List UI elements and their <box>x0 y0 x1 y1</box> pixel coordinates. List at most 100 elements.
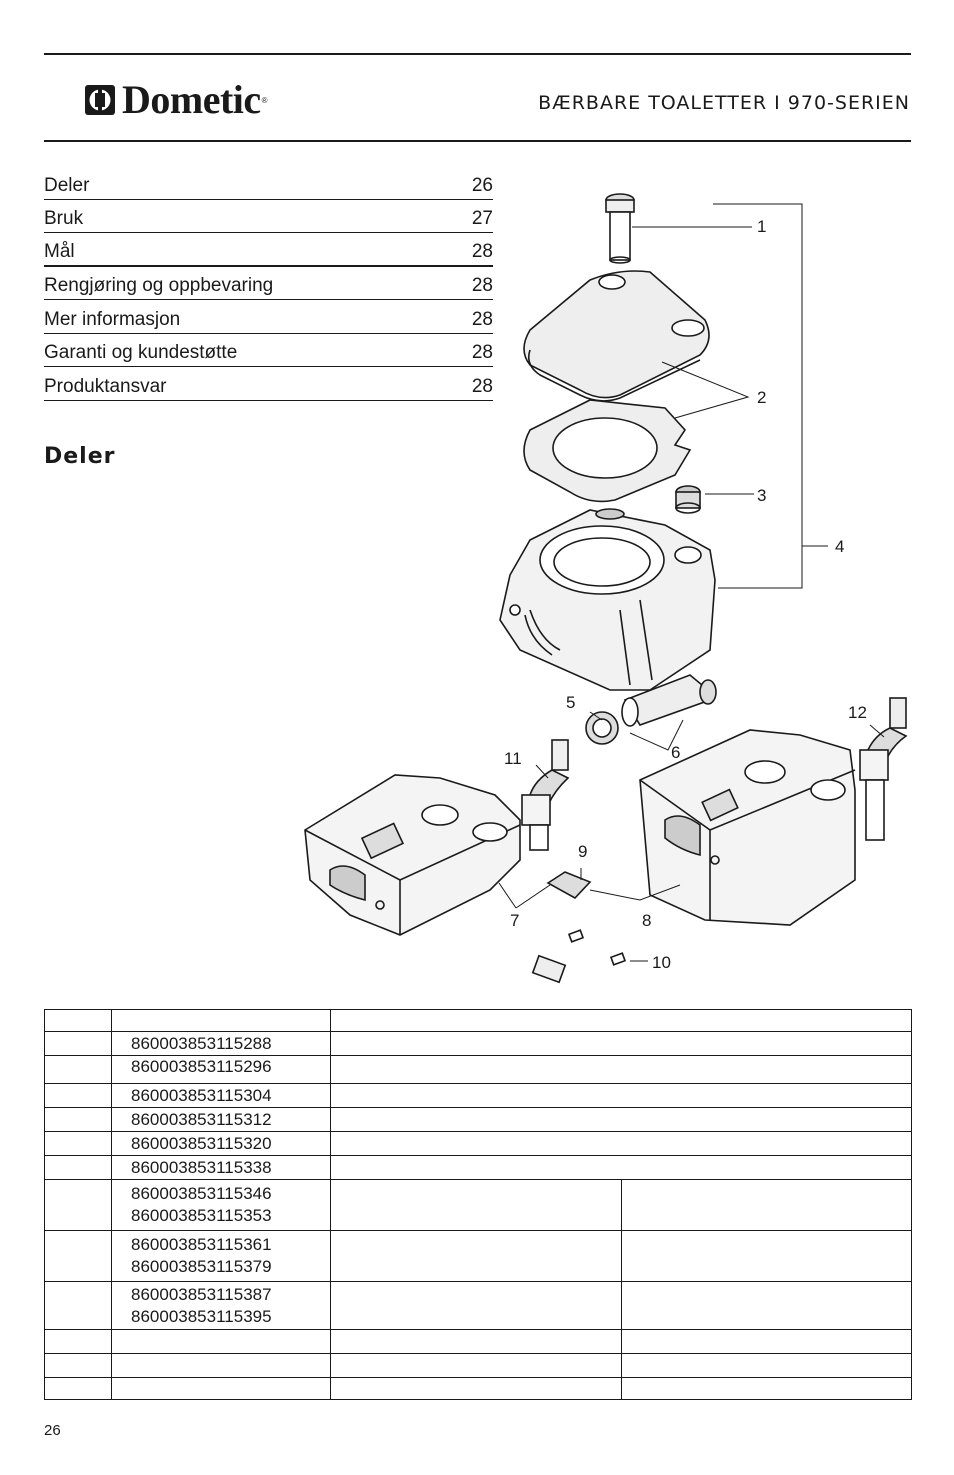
elbow-left-part <box>521 739 570 851</box>
toc-page: 26 <box>471 174 493 196</box>
table-cell <box>330 1031 912 1056</box>
table-of-contents: Deler 26 Bruk 27 Mål 28 Rengjøring og oppbe… <box>44 166 493 401</box>
spout-part <box>605 193 635 264</box>
table-cell <box>44 1131 112 1156</box>
table-cell <box>111 1329 331 1354</box>
toc-label: Bruk <box>44 208 84 229</box>
table-cell <box>44 1083 112 1108</box>
toc-label: Garanti og kundestøtte <box>44 342 238 363</box>
table-cell <box>330 1377 622 1400</box>
document-title: BÆRBARE TOALETTER I 970-SERIEN <box>538 92 910 114</box>
callout-8: 8 <box>642 911 651 930</box>
toc-row[interactable]: Mer informasjon 28 <box>44 300 493 334</box>
callout-7: 7 <box>510 911 519 930</box>
table-cell <box>330 1230 622 1282</box>
table-cell <box>330 1329 622 1354</box>
toc-label: Rengjøring og oppbevaring <box>44 275 274 296</box>
brand-logo: Dometic® <box>84 80 268 120</box>
callout-5: 5 <box>566 693 575 712</box>
table-row: 860003853115387 860003853115395 <box>44 1281 912 1330</box>
table-row: 860003853115296 <box>44 1055 912 1084</box>
part-number-cell: 860003853115312 <box>111 1107 331 1132</box>
table-cell <box>111 1377 331 1400</box>
part-number-cell: 860003853115361 860003853115379 <box>111 1230 331 1282</box>
table-row: 860003853115288 <box>44 1031 912 1056</box>
table-cell <box>44 1377 112 1400</box>
callout-11: 11 <box>504 749 522 768</box>
part-number-cell: 860003853115288 <box>111 1031 331 1056</box>
toc-label: Produktansvar <box>44 375 167 397</box>
table-row: 860003853115312 <box>44 1107 912 1132</box>
registered-mark-icon: ® <box>261 95 268 105</box>
table-cell <box>330 1055 912 1084</box>
table-cell <box>330 1353 622 1378</box>
table-cell <box>44 1055 112 1084</box>
toc-page: 28 <box>471 375 493 397</box>
table-cell <box>330 1281 622 1330</box>
toc-row[interactable]: Rengjøring og oppbevaring 28 <box>44 267 493 300</box>
table-cell <box>330 1155 912 1180</box>
table-cell <box>44 1230 112 1282</box>
part-number-cell: 860003853115320 <box>111 1131 331 1156</box>
waste-tank-right-part <box>639 729 856 926</box>
pipe-part <box>621 674 717 727</box>
table-cell <box>44 1009 112 1032</box>
toc-label: Deler <box>44 174 90 196</box>
table-cell <box>44 1353 112 1378</box>
table-cell <box>330 1107 912 1132</box>
callout-2: 2 <box>757 388 766 407</box>
table-cell <box>111 1009 331 1032</box>
valve-part <box>585 711 619 745</box>
callout-6: 6 <box>671 743 680 762</box>
callout-10: 10 <box>652 953 671 972</box>
table-cell <box>330 1131 912 1156</box>
callout-3: 3 <box>757 486 766 505</box>
toc-page: 28 <box>471 240 493 262</box>
toc-row[interactable]: Garanti og kundestøtte 28 <box>44 334 493 367</box>
header-rule <box>44 140 911 142</box>
table-header-row <box>44 1009 912 1032</box>
seat-part <box>523 399 692 503</box>
toc-page: 28 <box>471 275 493 296</box>
table-row: 860003853115361 860003853115379 <box>44 1230 912 1282</box>
table-cell <box>44 1155 112 1180</box>
table-row <box>44 1353 912 1378</box>
table-cell <box>44 1281 112 1330</box>
part-number-cell: 860003853115296 <box>111 1055 331 1084</box>
table-cell <box>620 1281 912 1330</box>
toc-page: 28 <box>471 308 493 330</box>
part-number-cell: 860003853115304 <box>111 1083 331 1108</box>
toc-page: 28 <box>471 342 493 363</box>
lid-part <box>523 270 710 402</box>
table-row <box>44 1377 912 1400</box>
table-cell <box>620 1353 912 1378</box>
toc-row[interactable]: Produktansvar 28 <box>44 367 493 401</box>
toc-page: 27 <box>471 208 493 229</box>
table-cell <box>620 1377 912 1400</box>
valve-cap-part <box>675 485 701 514</box>
toc-row[interactable]: Bruk 27 <box>44 200 493 233</box>
part-number-cell: 860003853115338 <box>111 1155 331 1180</box>
table-cell <box>44 1031 112 1056</box>
table-cell <box>330 1009 912 1032</box>
bracket-part <box>531 871 627 984</box>
top-rule <box>44 53 911 55</box>
page-number: 26 <box>44 1422 61 1439</box>
leader-lines <box>498 203 885 962</box>
elbow-right-part <box>859 697 908 841</box>
table-row: 860003853115338 <box>44 1155 912 1180</box>
toc-label: Mer informasjon <box>44 308 181 330</box>
callout-1: 1 <box>757 217 766 236</box>
table-cell <box>620 1230 912 1282</box>
part-number-cell: 860003853115346 860003853115353 <box>111 1179 331 1231</box>
table-cell <box>330 1179 622 1231</box>
upper-tank-part <box>499 508 716 691</box>
toc-label: Mål <box>44 240 75 262</box>
toc-row[interactable]: Mål 28 <box>44 233 493 267</box>
table-row: 860003853115320 <box>44 1131 912 1156</box>
waste-tank-left-part <box>304 774 521 936</box>
callout-9: 9 <box>578 842 587 861</box>
toc-row[interactable]: Deler 26 <box>44 166 493 200</box>
part-number-cell: 860003853115387 860003853115395 <box>111 1281 331 1330</box>
table-cell <box>44 1179 112 1231</box>
